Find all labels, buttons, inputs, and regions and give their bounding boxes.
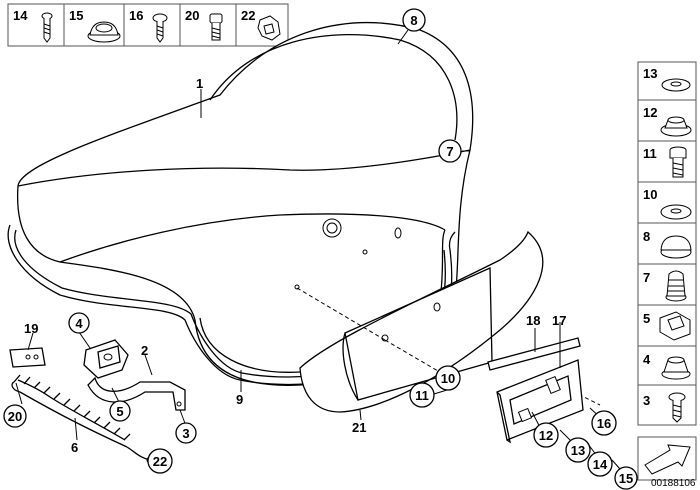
rubber-plug-icon — [87, 21, 121, 43]
callout-11: 11 — [415, 388, 429, 403]
grommet-icon — [660, 116, 692, 137]
side-hardware-column: 13 12 11 10 8 7 5 4 3 — [637, 61, 697, 426]
callout-6: 6 — [71, 440, 78, 455]
top-box-label-14: 14 — [13, 8, 28, 23]
callout-13: 13 — [571, 443, 585, 458]
side-box-label-10: 10 — [643, 187, 657, 202]
lid-latch — [83, 339, 129, 379]
screw-icon — [152, 13, 168, 43]
bolt-icon — [209, 13, 223, 41]
side-box-label-12: 12 — [643, 105, 657, 120]
flat-washer-icon — [660, 204, 692, 220]
callout-10: 10 — [441, 371, 455, 386]
side-box-label-13: 13 — [643, 66, 657, 81]
license-plate-panel — [299, 230, 544, 413]
side-box-label-7: 7 — [643, 270, 650, 285]
plate-bracket — [496, 359, 584, 444]
callout-22: 22 — [153, 454, 167, 469]
hole-icon — [294, 284, 300, 290]
callout-14: 14 — [593, 457, 608, 472]
reference-number: 00188106 — [651, 478, 696, 489]
seal-strip — [487, 337, 581, 371]
callout-2: 2 — [141, 343, 148, 358]
emblem-icon — [322, 218, 342, 238]
mounting-plate — [9, 347, 46, 368]
callout-16: 16 — [597, 416, 611, 431]
callout-17: 17 — [552, 313, 566, 328]
top-box-label-15: 15 — [69, 8, 83, 23]
top-hardware-box: 14 15 16 20 22 — [7, 3, 289, 47]
side-box-label-8: 8 — [643, 229, 650, 244]
callout-21: 21 — [352, 420, 366, 435]
callout-20: 20 — [8, 409, 22, 424]
top-box-label-22: 22 — [241, 8, 255, 23]
side-box-label-11: 11 — [643, 146, 657, 161]
top-box-label-20: 20 — [185, 8, 199, 23]
rubber-buffer-icon — [665, 270, 687, 302]
hole-icon — [433, 302, 441, 312]
clip-icon — [257, 15, 281, 41]
callout-19: 19 — [24, 321, 38, 336]
reference-box: 00188106 — [637, 436, 697, 489]
callout-15: 15 — [619, 471, 633, 486]
callout-4: 4 — [75, 316, 83, 331]
callout-12: 12 — [539, 428, 553, 443]
bump-stop-icon — [661, 356, 691, 380]
screw-icon — [41, 12, 53, 43]
alignment-line — [384, 339, 451, 379]
side-box-label-5: 5 — [643, 311, 650, 326]
callout-3: 3 — [182, 426, 189, 441]
bolt-icon — [669, 146, 687, 178]
lid-striker — [87, 376, 186, 411]
callout-7: 7 — [446, 144, 453, 159]
rubber-plug-icon — [660, 235, 692, 259]
arrow-icon — [644, 444, 691, 475]
callout-5: 5 — [116, 404, 123, 419]
callout-9: 9 — [236, 392, 243, 407]
callout-8: 8 — [410, 13, 417, 28]
callout-18: 18 — [526, 313, 540, 328]
washer-icon — [661, 78, 691, 92]
callout-1: 1 — [196, 76, 203, 91]
top-box-label-16: 16 — [129, 8, 143, 23]
bracket-clip-icon — [659, 311, 691, 341]
alignment-line — [296, 287, 386, 341]
callout-labels: 1 2 6 9 18 17 19 21 8 7 4 5 3 20 22 10 1… — [3, 8, 638, 490]
screw-icon — [668, 392, 686, 423]
top-box-frame — [7, 3, 289, 47]
side-box-label-3: 3 — [643, 393, 650, 408]
side-box-label-4: 4 — [643, 352, 651, 367]
hole-icon — [394, 227, 402, 239]
hole-icon — [362, 249, 368, 255]
